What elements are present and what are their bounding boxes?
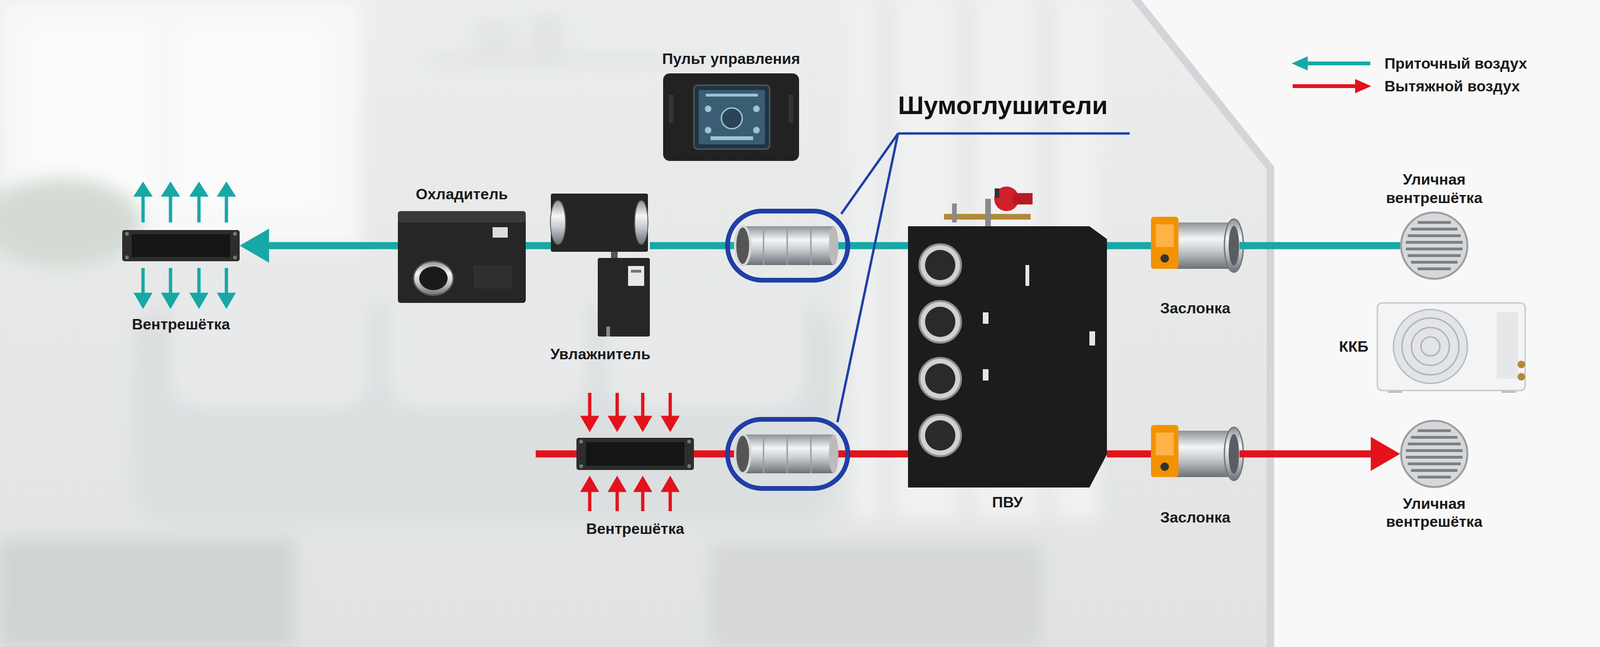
condenser-unit-picture — [1377, 303, 1526, 394]
component: Пульт управления — [663, 73, 800, 162]
component-label: Увлажнитель — [550, 345, 651, 364]
leader-lines — [837, 133, 1130, 423]
cooler-picture — [397, 211, 526, 304]
airflow-line — [525, 245, 551, 247]
component: Уличная вентрешётка — [1400, 420, 1469, 489]
outside-area — [1132, 0, 1600, 647]
airflow-line — [1239, 437, 1401, 472]
supply-grille-picture — [122, 184, 240, 306]
legend-arrow — [1290, 55, 1373, 72]
air-handling-unit-picture — [907, 186, 1107, 488]
callout-title: Шумоглушители — [898, 89, 1108, 121]
component: Вентрешётка — [576, 435, 694, 473]
airflow-line — [1106, 454, 1151, 455]
legend-arrow — [1290, 78, 1373, 95]
legend-row: Приточный воздух — [1290, 52, 1528, 75]
component: Заслонка — [1150, 214, 1240, 278]
component-label: Заслонка — [1159, 299, 1231, 318]
exhaust-grille-picture — [535, 393, 694, 512]
legend-text: Приточный воздух — [1384, 54, 1528, 73]
component-label: Пульт управления — [662, 49, 800, 68]
component-label: ККБ — [1339, 337, 1369, 356]
damper-picture — [1150, 425, 1244, 481]
component-label: Охладитель — [415, 185, 508, 204]
control-panel-picture — [663, 73, 800, 162]
outdoor-grille-picture — [1401, 212, 1468, 279]
component: ПВУ — [907, 226, 1107, 488]
component-label: Уличная вентрешётка — [1365, 494, 1503, 532]
component: Охладитель — [397, 211, 526, 304]
airflow-line — [239, 228, 398, 263]
component: Увлажнитель — [550, 193, 650, 337]
component-label: Заслонка — [1159, 508, 1231, 527]
legend-text: Вытяжной воздух — [1384, 77, 1520, 96]
component-label: ПВУ — [992, 493, 1024, 512]
component-label: Уличная вентрешётка — [1365, 170, 1503, 207]
component-label: Вентрешётка — [131, 315, 230, 334]
house-wall — [1132, 0, 1271, 647]
legend-row: Вытяжной воздух — [1290, 74, 1528, 98]
legend: Приточный воздухВытяжной воздух — [1290, 52, 1528, 98]
component: Вентрешётка — [122, 229, 240, 263]
silencer-picture — [727, 419, 848, 489]
damper-picture — [1150, 216, 1244, 273]
label-holder: Шумоглушители — [898, 89, 1108, 121]
component: Уличная вентрешётка — [1400, 211, 1469, 280]
airflow-line — [1106, 245, 1151, 247]
silencer-picture — [727, 211, 848, 281]
component: Заслонка — [1150, 422, 1240, 486]
component-label: Вентрешётка — [585, 520, 684, 539]
outdoor-grille-picture — [1401, 421, 1468, 488]
airflow-line — [1239, 245, 1401, 247]
component: ККБ — [1377, 303, 1526, 391]
humidifier-picture — [550, 193, 650, 337]
